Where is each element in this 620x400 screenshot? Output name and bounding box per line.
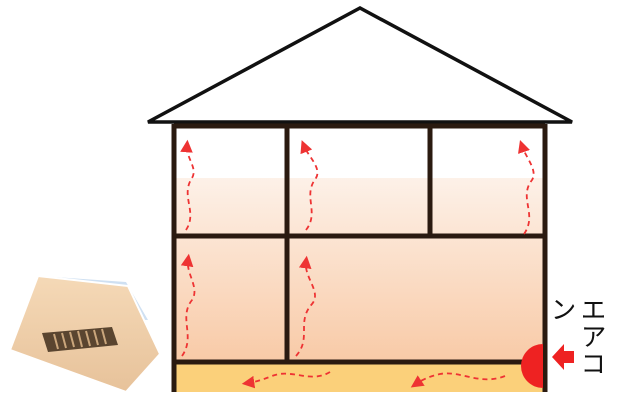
house-frame bbox=[171, 123, 548, 392]
airflow-arrow-2f-right bbox=[518, 140, 535, 235]
ac-inflow-arrow-icon bbox=[552, 344, 574, 370]
warm-air-fill bbox=[174, 178, 545, 366]
floor-vent-grille-icon bbox=[42, 327, 118, 352]
air-conditioner-unit bbox=[521, 344, 543, 388]
floor-vent-photo bbox=[8, 274, 162, 394]
airflow-arrow-1f-middle bbox=[295, 255, 316, 357]
underfloor-space bbox=[174, 362, 545, 392]
airflow-arrows bbox=[180, 139, 535, 389]
airflow-arrow-1f-left bbox=[180, 253, 196, 357]
airflow-arrow-underfloor-right bbox=[410, 372, 506, 388]
airflow-arrow-2f-middle bbox=[300, 140, 319, 231]
roof bbox=[147, 6, 573, 124]
airflow-arrow-2f-left bbox=[180, 139, 195, 231]
air-conditioner-label: エアコン bbox=[546, 296, 606, 377]
